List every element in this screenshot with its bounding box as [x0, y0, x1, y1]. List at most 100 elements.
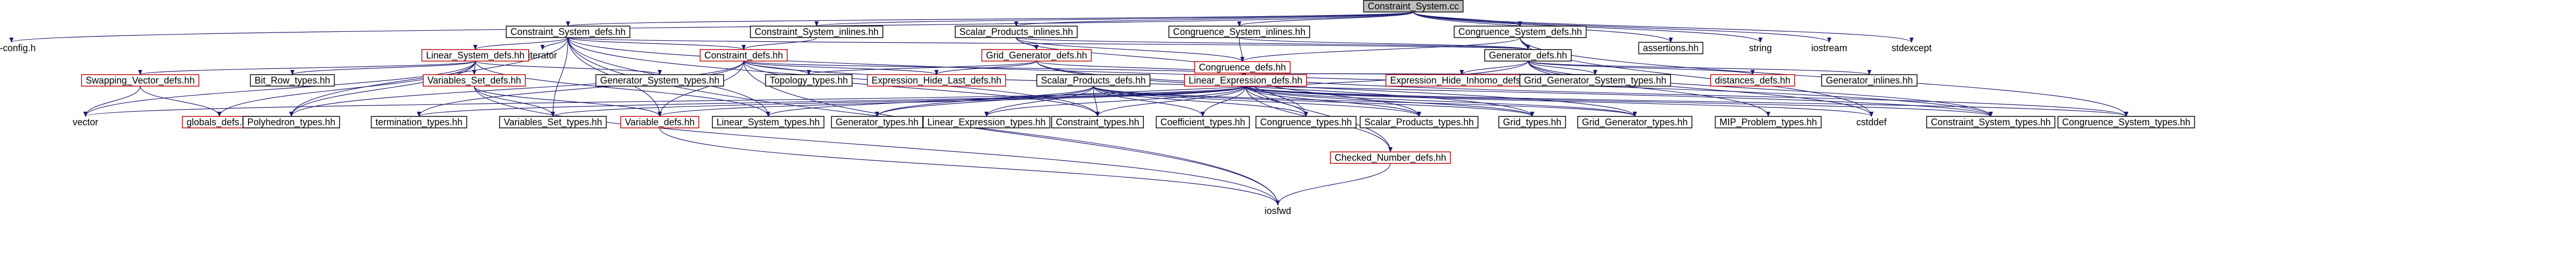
node-box: [1577, 116, 1693, 128]
edge-n24-to-n29: [83, 86, 1246, 117]
graph-node[interactable]: Constraint_System_types.hh: [1926, 116, 2055, 128]
graph-node[interactable]: Variables_Set_types.hh: [499, 116, 607, 128]
graph-node[interactable]: Variables_Set_defs.hh: [423, 74, 526, 87]
graph-node[interactable]: globals_defs.hh: [182, 116, 257, 128]
graph-node[interactable]: Constraint_defs.hh: [699, 49, 788, 62]
graph-node[interactable]: Congruence_System_defs.hh: [1453, 26, 1587, 38]
node-label: stdexcept: [1891, 43, 1931, 53]
edge-n23-to-n40: [1093, 86, 1308, 117]
graph-node[interactable]: Congruence_types.hh: [1255, 116, 1357, 128]
node-label: iosfwd: [1264, 206, 1291, 216]
edge-n13-to-n31: [289, 61, 744, 117]
edge-n2-to-n11: [473, 37, 569, 50]
edge-n6-to-n16: [1520, 37, 1530, 50]
edge-n13-to-n32: [417, 61, 744, 117]
node-box: [2057, 116, 2195, 128]
graph-node[interactable]: Generator_defs.hh: [1484, 49, 1572, 62]
edge-n0-to-n3: [815, 11, 1414, 27]
edge-n23-to-n35: [766, 86, 1094, 117]
node-label: ppl-config.h: [0, 43, 36, 53]
node-label: Generator_System_types.hh: [600, 75, 719, 86]
graph-node[interactable]: Generator_System_types.hh: [595, 74, 724, 87]
graph-node[interactable]: Checked_Number_defs.hh: [1330, 151, 1451, 164]
edge-n17-to-n30: [140, 86, 221, 117]
node-label: Variables_Set_defs.hh: [427, 75, 521, 86]
edge-n16-to-n28: [1527, 61, 1871, 75]
graph-node[interactable]: Bit_Row_types.hh: [250, 74, 335, 87]
node-box: [1519, 74, 1671, 87]
graph-node[interactable]: Linear_Expression_defs.hh: [1184, 74, 1307, 87]
node-box: [1638, 42, 1704, 54]
graph-node[interactable]: Linear_System_defs.hh: [421, 49, 529, 62]
edge-n23-to-n41: [1093, 86, 1421, 117]
node-box: [1036, 74, 1151, 87]
graph-node: ppl-config.h: [0, 43, 36, 53]
edge-n24-to-n40: [1245, 86, 1308, 117]
node-label: Constraint_System_defs.hh: [510, 27, 625, 38]
graph-node[interactable]: Linear_Expression_types.hh: [922, 116, 1051, 128]
edge-n16-to-n45: [1527, 61, 1874, 117]
graph-node[interactable]: Grid_Generator_types.hh: [1577, 116, 1693, 128]
node-box: [242, 116, 340, 128]
graph-node[interactable]: Expression_Hide_Inhomo_defs.hh: [1385, 74, 1538, 87]
node-label: Grid_Generator_System_types.hh: [1524, 75, 1666, 86]
node-box: [1051, 116, 1144, 128]
graph-node[interactable]: assertions.hh: [1638, 42, 1704, 54]
graph-node[interactable]: termination_types.hh: [371, 116, 467, 128]
graph-node[interactable]: Grid_Generator_System_types.hh: [1519, 74, 1671, 87]
node-box: [750, 26, 883, 38]
edge-n24-to-n37: [984, 86, 1246, 117]
graph-node[interactable]: Coefficient_types.hh: [1155, 116, 1250, 128]
edge-n16-to-n25: [1460, 61, 1529, 75]
edge-n24-to-n43: [1245, 86, 1637, 117]
edge-n4-to-n15: [1016, 37, 1244, 62]
node-label: Congruence_defs.hh: [1199, 62, 1286, 73]
edge-n23-to-n37: [984, 86, 1094, 117]
graph-node[interactable]: Scalar_Products_defs.hh: [1036, 74, 1151, 87]
graph-node[interactable]: Swapping_Vector_defs.hh: [81, 74, 200, 87]
node-label: Congruence_System_types.hh: [2062, 117, 2190, 128]
graph-node[interactable]: Expression_Hide_Last_defs.hh: [867, 74, 1006, 87]
edge-n2-to-n16: [568, 37, 1530, 50]
graph-node: string: [1749, 43, 1772, 53]
edge-n13-to-n22: [743, 61, 939, 75]
graph-node[interactable]: Generator_types.hh: [831, 116, 923, 128]
edge-n13-to-n38: [743, 61, 1100, 117]
edge-n17-to-n29: [83, 86, 141, 117]
node-label: string: [1749, 43, 1772, 53]
node-label: Constraint_System_inlines.hh: [755, 27, 879, 38]
graph-node[interactable]: Variable_defs.hh: [620, 116, 699, 128]
edge-n0-to-n10: [1413, 11, 1914, 43]
node-box: [1255, 116, 1357, 128]
graph-node[interactable]: Polyhedron_types.hh: [242, 116, 340, 128]
graph-node[interactable]: Congruence_System_inlines.hh: [1168, 26, 1310, 38]
edge-n24-to-n42: [1245, 86, 1534, 117]
graph-node[interactable]: Topology_types.hh: [765, 74, 853, 87]
graph-node[interactable]: Constraint_System_defs.hh: [506, 26, 631, 38]
edge-n16-to-n36: [875, 61, 1529, 117]
graph-node[interactable]: distances_defs.hh: [1710, 74, 1795, 87]
graph-node[interactable]: Constraint_System_inlines.hh: [750, 26, 883, 38]
graph-node[interactable]: Grid_Generator_defs.hh: [981, 49, 1092, 62]
node-label: Generator_types.hh: [835, 117, 918, 128]
graph-node[interactable]: Scalar_Products_types.hh: [1360, 116, 1478, 128]
graph-node[interactable]: Linear_System_types.hh: [712, 116, 824, 128]
graph-node[interactable]: Generator_inlines.hh: [1821, 74, 1918, 87]
node-label: distances_defs.hh: [1715, 75, 1790, 86]
graph-node[interactable]: Constraint_System.cc: [1363, 0, 1464, 13]
graph-node[interactable]: Congruence_defs.hh: [1194, 61, 1291, 74]
graph-node[interactable]: Constraint_types.hh: [1051, 116, 1144, 128]
edge-n11-to-n30: [217, 61, 476, 117]
graph-node[interactable]: Scalar_Products_inlines.hh: [955, 26, 1078, 38]
node-label: Swapping_Vector_defs.hh: [85, 75, 194, 86]
graph-node[interactable]: Congruence_System_types.hh: [2057, 116, 2195, 128]
edge-n11-to-n18: [290, 61, 476, 75]
graph-node[interactable]: Grid_types.hh: [1498, 116, 1566, 128]
node-box: [867, 74, 1006, 87]
node-label: Linear_Expression_defs.hh: [1189, 75, 1302, 86]
graph-node[interactable]: MIP_Problem_types.hh: [1715, 116, 1822, 128]
node-box: [1184, 74, 1307, 87]
node-label: Congruence_types.hh: [1260, 117, 1352, 128]
edge-n6-to-n15: [1240, 37, 1521, 62]
node-box: [981, 49, 1092, 62]
